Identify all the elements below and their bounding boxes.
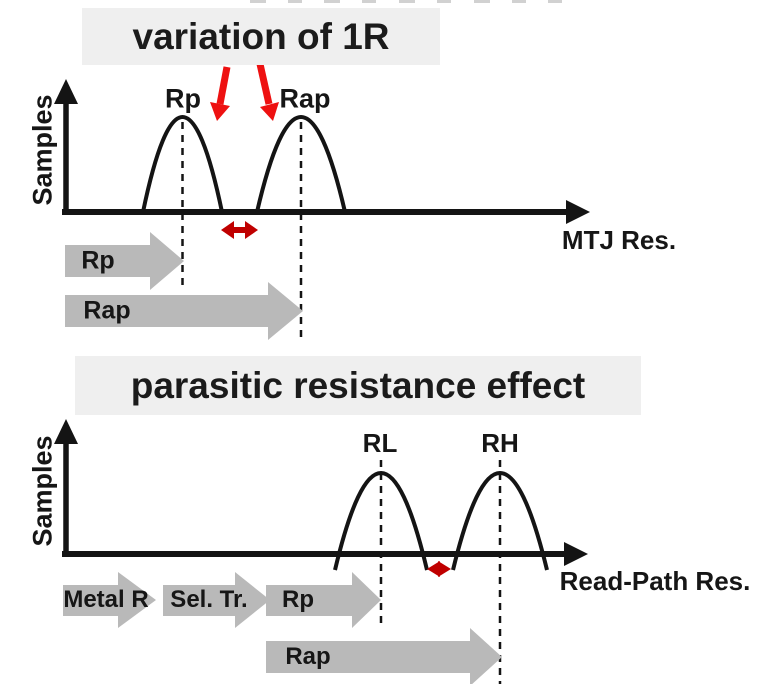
bottom-x-axis-label: Read-Path Res. (559, 566, 751, 596)
top-y-axis-arrowhead-icon (54, 79, 78, 104)
top-chart-title: variation of 1R (82, 8, 440, 65)
bottom-gap-arrowhead-left-icon (427, 561, 440, 577)
bottom-y-axis-arrowhead-icon (54, 419, 78, 444)
cropped-text-fragment (512, 0, 526, 3)
bottom-metal-r-range-arrow (63, 572, 156, 628)
top-x-axis-arrowhead-icon (566, 200, 590, 224)
cropped-text-fragment (250, 0, 266, 3)
bottom-rp-range-arrow (266, 572, 381, 628)
bottom-x-axis-arrowhead-icon (564, 542, 588, 566)
bottom-gap-arrowhead-right-icon (438, 561, 451, 577)
red-pointer-arrowhead-left-icon (210, 102, 230, 121)
top-y-axis-label: Samples (27, 94, 58, 206)
bottom-rap-range-arrow (266, 628, 502, 684)
cropped-text-fragment (399, 0, 415, 3)
top-rp-distribution-curve (141, 115, 224, 213)
red-pointer-arrowhead-right-icon (260, 102, 279, 121)
bottom-sel-tr-range-arrow-label: Sel. Tr. (170, 586, 248, 613)
top-rap-range-arrow-label: Rap (83, 296, 131, 325)
top-x-axis-label: MTJ Res. (561, 225, 677, 255)
cropped-text-fragment (324, 0, 340, 3)
top-gap-arrowhead-left-icon (221, 221, 234, 239)
bottom-rh-curve-label: RH (481, 428, 519, 458)
top-rap-distribution-curve (255, 115, 347, 213)
top-rap-curve-label: Rap (279, 83, 331, 114)
cropped-text-fragment (474, 0, 490, 3)
bottom-rh-distribution-curve (451, 471, 549, 571)
top-rp-range-arrow (65, 232, 184, 290)
bottom-chart-title-text: parasitic resistance effect (130, 364, 586, 406)
cropped-text-fragment (362, 0, 376, 3)
bottom-rp-range-arrow-label: Rp (282, 586, 314, 613)
red-pointer-arrow-left (216, 66, 231, 105)
red-pointer-arrow-right (256, 63, 273, 105)
bottom-rap-range-arrow-label: Rap (285, 643, 331, 670)
bottom-rl-distribution-curve (333, 471, 429, 571)
bottom-metal-r-range-arrow-label: Metal R (63, 586, 149, 613)
bottom-rl-curve-label: RL (362, 428, 398, 458)
bottom-sel-tr-range-arrow (163, 572, 270, 628)
cropped-text-fragment (288, 0, 302, 3)
top-gap-arrowhead-right-icon (245, 221, 258, 239)
top-rap-range-arrow (65, 282, 303, 340)
top-chart-title-text: variation of 1R (132, 15, 390, 57)
cropped-text-fragment (437, 0, 451, 3)
cropped-text-fragment (548, 0, 562, 3)
top-rp-range-arrow-label: Rp (81, 246, 115, 275)
top-rp-curve-label: Rp (165, 83, 201, 114)
bottom-chart-title: parasitic resistance effect (75, 356, 641, 415)
bottom-y-axis-label: Samples (27, 435, 58, 547)
